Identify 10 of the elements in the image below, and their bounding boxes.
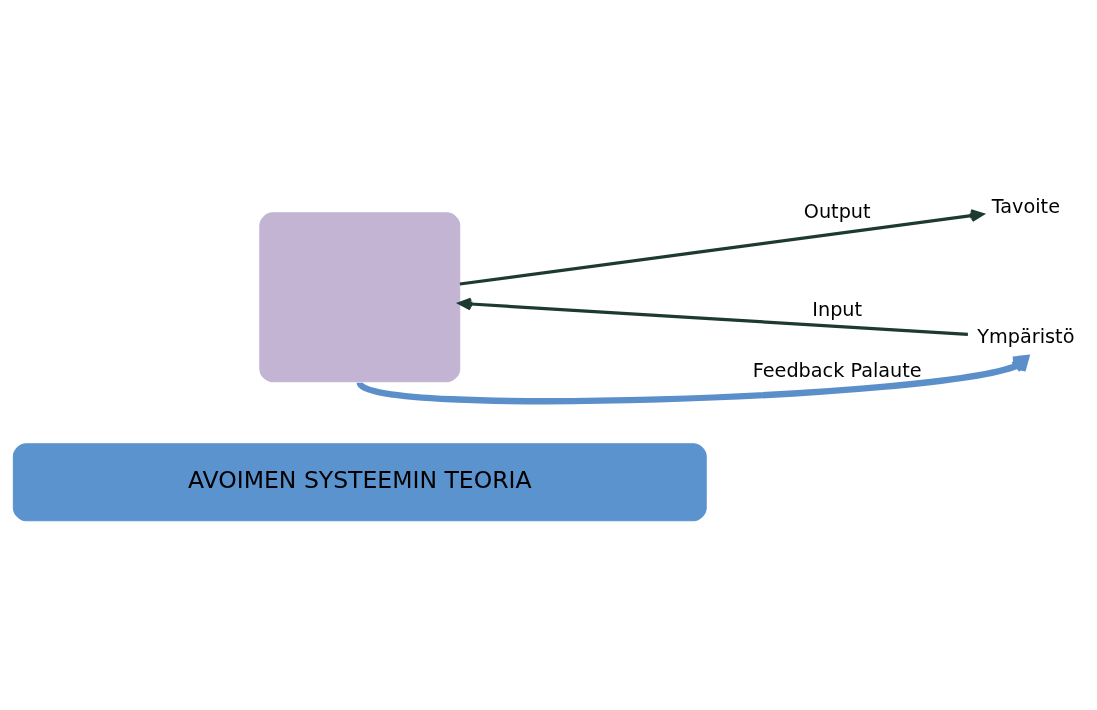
- node-box: AVOIMEN SYSTEEMIN TEORIA: [12, 443, 707, 522]
- edge-label: Feedback Palaute: [752, 358, 922, 382]
- node-box: [259, 212, 461, 383]
- arrow: [459, 209, 984, 286]
- node-text: Ympäristö: [977, 324, 1075, 348]
- arrow: [358, 355, 1030, 405]
- arrow: [458, 297, 968, 336]
- edge-label: Input: [812, 297, 863, 321]
- edge-label: Output: [803, 199, 871, 223]
- node-text: Tavoite: [991, 195, 1061, 219]
